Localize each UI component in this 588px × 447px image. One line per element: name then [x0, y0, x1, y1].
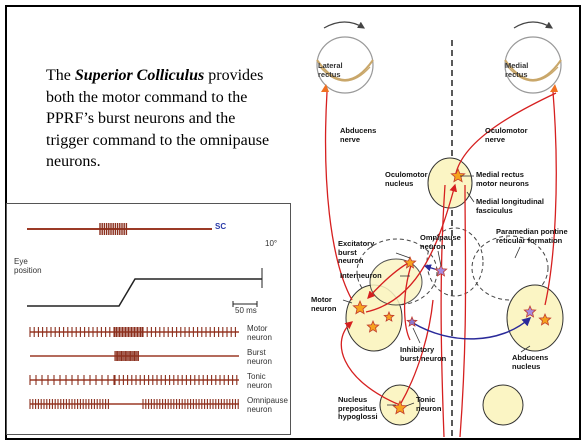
excitatory-burst-neuron-label: Excitatory burst neuron	[338, 240, 374, 266]
abducens-nerve-label: Abducens nerve	[340, 127, 376, 144]
abducens-nucleus-label: Abducens nucleus	[512, 354, 548, 371]
motor-neuron-label: Motor neuron	[311, 296, 336, 313]
right-nph-nucleus	[483, 385, 523, 425]
mlf-descending	[460, 185, 466, 437]
inhibitory-burst-neuron-label: Inhibitory burst neuron	[400, 346, 446, 363]
left-eye	[317, 22, 373, 93]
right-abducens-nucleus	[507, 285, 563, 351]
medial-rectus-motor-neurons-label: Medial rectus motor neurons	[476, 171, 529, 188]
mlf-descending-2	[441, 185, 445, 437]
right-eye	[505, 22, 561, 93]
mlf-label: Medial longitudinal fasciculus	[476, 198, 544, 215]
tonic-neuron-label: Tonic neuron	[416, 396, 441, 413]
omnipause-neuron-label: Omnipause neuron	[420, 234, 461, 251]
oculomotor-nerve-path	[545, 92, 556, 305]
pprf-label: Paramedian pontine reticular formation	[496, 228, 568, 245]
oculomotor-nerve-label: Oculomotor nerve	[485, 127, 528, 144]
nph-label: Nucleus prepositus hypoglossi	[338, 396, 378, 422]
oculomotor-nucleus-label: Oculomotor nucleus	[385, 171, 428, 188]
abducens-nerve-path	[326, 92, 352, 300]
lateral-rectus-label: Lateral rectus	[318, 62, 343, 79]
medial-rectus-label: Medial rectus	[505, 62, 528, 79]
interneuron-label: Interneuron	[340, 272, 382, 281]
